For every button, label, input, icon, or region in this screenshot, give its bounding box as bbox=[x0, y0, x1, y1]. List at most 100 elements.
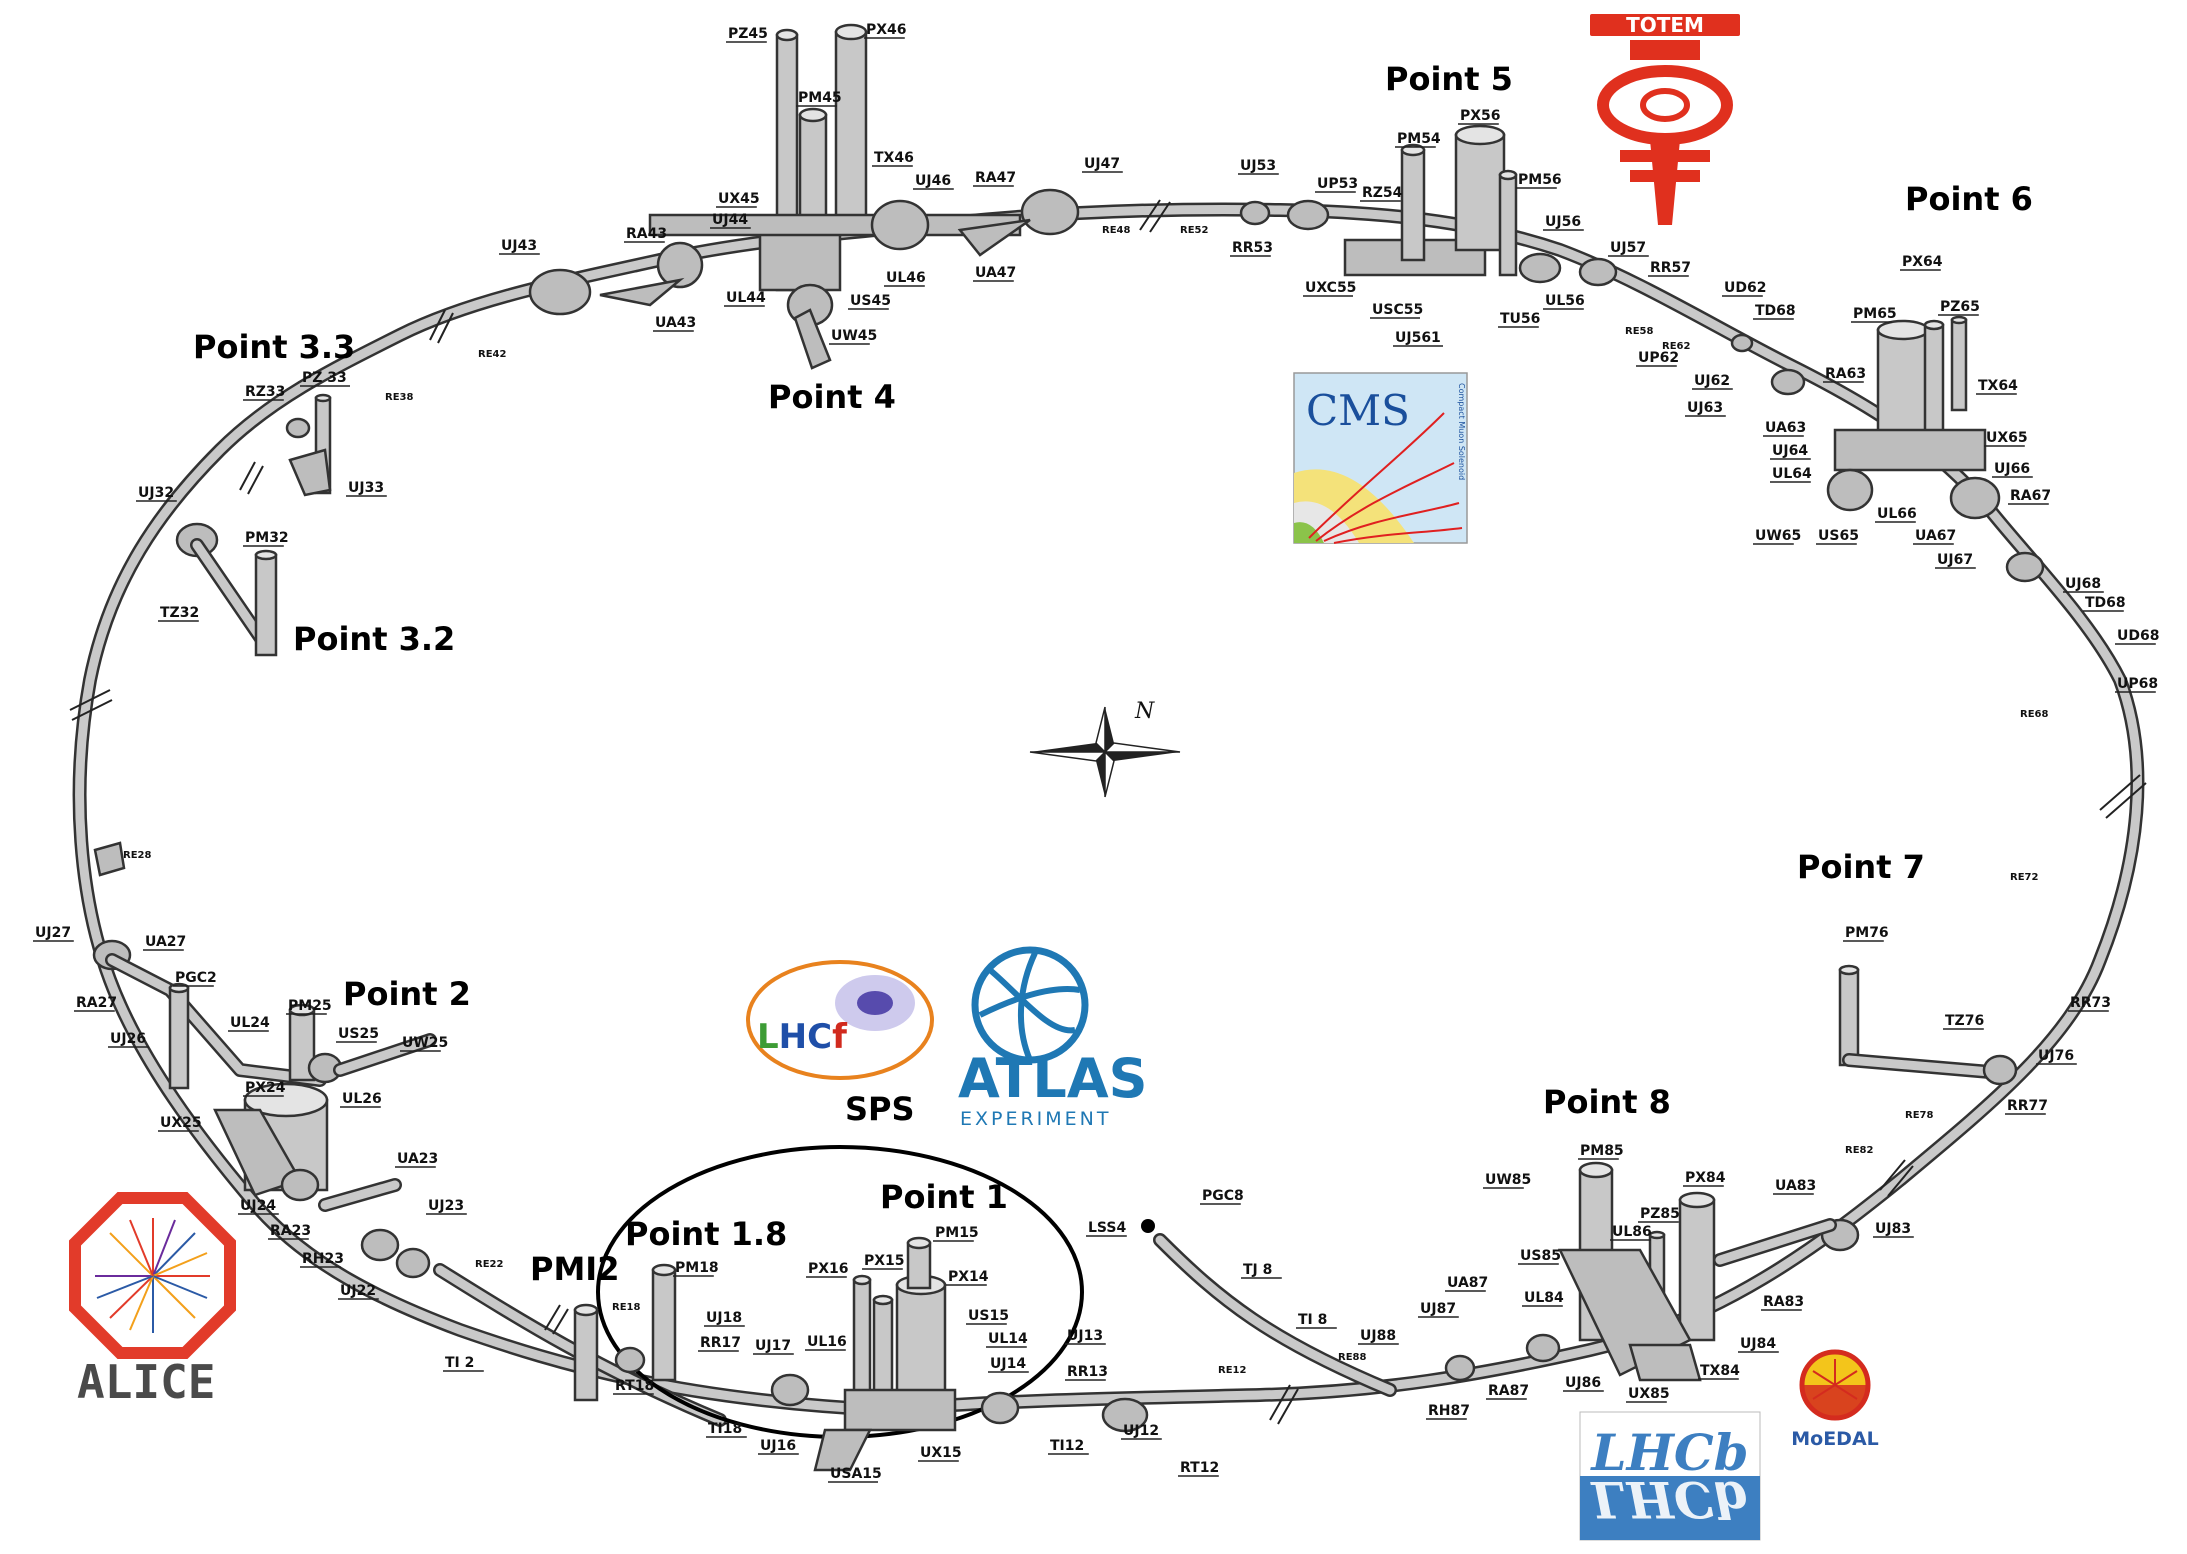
label-re62: RE62 bbox=[1662, 341, 1690, 352]
label-ra47: RA47 bbox=[975, 170, 1016, 186]
point-label-point-1-8: Point 1.8 bbox=[625, 1215, 787, 1253]
label-ti-8: TI 8 bbox=[1298, 1312, 1327, 1328]
label-rh23: RH23 bbox=[302, 1251, 344, 1267]
label-rt12: RT12 bbox=[1180, 1460, 1219, 1476]
point-label-point-5: Point 5 bbox=[1385, 60, 1513, 98]
transfer-lines bbox=[433, 1233, 1397, 1427]
label-re82: RE82 bbox=[1845, 1145, 1873, 1156]
label-uj32: UJ32 bbox=[138, 485, 174, 501]
label-px64: PX64 bbox=[1902, 254, 1943, 270]
label-pgc8: PGC8 bbox=[1202, 1188, 1244, 1204]
label-pgc2: PGC2 bbox=[175, 970, 217, 986]
label-re28: RE28 bbox=[123, 850, 151, 861]
label-re48: RE48 bbox=[1102, 225, 1130, 236]
label-ra43: RA43 bbox=[626, 226, 667, 242]
point-label-point-7: Point 7 bbox=[1797, 848, 1925, 886]
label-usc55: USC55 bbox=[1372, 302, 1423, 318]
point-3-structures bbox=[93, 393, 332, 877]
label-uw65: UW65 bbox=[1755, 528, 1801, 544]
label-ti12: TI12 bbox=[1050, 1438, 1084, 1454]
label-us15: US15 bbox=[968, 1308, 1009, 1324]
totem-logo-text: TOTEM bbox=[1626, 13, 1704, 37]
label-sps: SPS bbox=[845, 1090, 915, 1128]
point-5-structures bbox=[1239, 124, 1618, 287]
label-rr13: RR13 bbox=[1067, 1364, 1108, 1380]
label-up68: UP68 bbox=[2117, 676, 2158, 692]
label-us45: US45 bbox=[850, 293, 891, 309]
label-uj53: UJ53 bbox=[1240, 158, 1276, 174]
label-re88: RE88 bbox=[1338, 1352, 1366, 1363]
label-uj83: UJ83 bbox=[1875, 1221, 1911, 1237]
label-ul16: UL16 bbox=[807, 1334, 847, 1350]
label-rt18: RT18 bbox=[615, 1378, 654, 1394]
label-re52: RE52 bbox=[1180, 225, 1208, 236]
label-uxc55: UXC55 bbox=[1305, 280, 1356, 296]
label-re58: RE58 bbox=[1625, 326, 1653, 337]
label-pm65: PM65 bbox=[1853, 306, 1897, 322]
label-uj67: UJ67 bbox=[1937, 552, 1973, 568]
label-re68: RE68 bbox=[2020, 709, 2048, 720]
label-uj13: UJ13 bbox=[1067, 1328, 1103, 1344]
label-td68: TD68 bbox=[1755, 303, 1796, 319]
label-uw45: UW45 bbox=[831, 328, 877, 344]
label-rz54: RZ54 bbox=[1362, 185, 1403, 201]
label-uj33: UJ33 bbox=[348, 480, 384, 496]
label-ua83: UA83 bbox=[1775, 1178, 1816, 1194]
label-rr57: RR57 bbox=[1650, 260, 1691, 276]
label-pmi2: PMI2 bbox=[530, 1250, 619, 1288]
label-pz65: PZ65 bbox=[1940, 299, 1980, 315]
atlas-logo: ATLAS EXPERIMENT bbox=[958, 946, 1148, 1130]
label-ul14: UL14 bbox=[988, 1331, 1028, 1347]
label-ul66: UL66 bbox=[1877, 506, 1917, 522]
label-uj68: UJ68 bbox=[2065, 576, 2101, 592]
label-rr77: RR77 bbox=[2007, 1098, 2048, 1114]
label-ul26: UL26 bbox=[342, 1091, 382, 1107]
label-uj56: UJ56 bbox=[1545, 214, 1581, 230]
label-px14: PX14 bbox=[948, 1269, 989, 1285]
label-td68: TD68 bbox=[2085, 595, 2126, 611]
point-label-point-3-3: Point 3.3 bbox=[193, 328, 355, 366]
label-ra83: RA83 bbox=[1763, 1294, 1804, 1310]
label-uj14: UJ14 bbox=[990, 1356, 1026, 1372]
label-px16: PX16 bbox=[808, 1261, 849, 1277]
label-ul56: UL56 bbox=[1545, 293, 1585, 309]
label-up53: UP53 bbox=[1317, 176, 1358, 192]
label-ux25: UX25 bbox=[160, 1115, 202, 1131]
point-1-structures bbox=[614, 1236, 1149, 1472]
label-re42: RE42 bbox=[478, 349, 506, 360]
label-pz85: PZ85 bbox=[1640, 1206, 1680, 1222]
label-pm32: PM32 bbox=[245, 530, 289, 546]
label-ra87: RA87 bbox=[1488, 1383, 1529, 1399]
label-tz76: TZ76 bbox=[1945, 1013, 1984, 1029]
point-label-point-1: Point 1 bbox=[880, 1178, 1008, 1216]
label-uj561: UJ561 bbox=[1395, 330, 1441, 346]
label-uj47: UJ47 bbox=[1084, 156, 1120, 172]
label-pm56: PM56 bbox=[1518, 172, 1562, 188]
label-re12: RE12 bbox=[1218, 1365, 1246, 1376]
label-re38: RE38 bbox=[385, 392, 413, 403]
lhcb-logo: LHCb LHCb bbox=[1579, 1411, 1761, 1541]
label-ux15: UX15 bbox=[920, 1445, 962, 1461]
label-rr73: RR73 bbox=[2070, 995, 2111, 1011]
lhcb-logo-text: LHCb bbox=[1589, 1423, 1748, 1482]
label-uj23: UJ23 bbox=[428, 1198, 464, 1214]
lhcb-logo-mirror: LHCb bbox=[1589, 1470, 1748, 1529]
point-label-point-8: Point 8 bbox=[1543, 1083, 1671, 1121]
point-8-structures bbox=[1444, 964, 2018, 1382]
cms-logo: CMS Compact Muon Solenoid bbox=[1293, 372, 1468, 544]
label-tu56: TU56 bbox=[1500, 311, 1540, 327]
label-uj62: UJ62 bbox=[1694, 373, 1730, 389]
label-pz45: PZ45 bbox=[728, 26, 768, 42]
label-ra23: RA23 bbox=[270, 1223, 311, 1239]
label-ua43: UA43 bbox=[655, 315, 696, 331]
label-pm45: PM45 bbox=[798, 90, 842, 106]
label-rz33: RZ33 bbox=[245, 384, 285, 400]
label-uj22: UJ22 bbox=[340, 1283, 376, 1299]
label-uj44: UJ44 bbox=[712, 212, 748, 228]
label-re18: RE18 bbox=[612, 1302, 640, 1313]
label-uj24: UJ24 bbox=[240, 1198, 276, 1214]
label-pm25: PM25 bbox=[288, 998, 332, 1014]
label-ul24: UL24 bbox=[230, 1015, 270, 1031]
